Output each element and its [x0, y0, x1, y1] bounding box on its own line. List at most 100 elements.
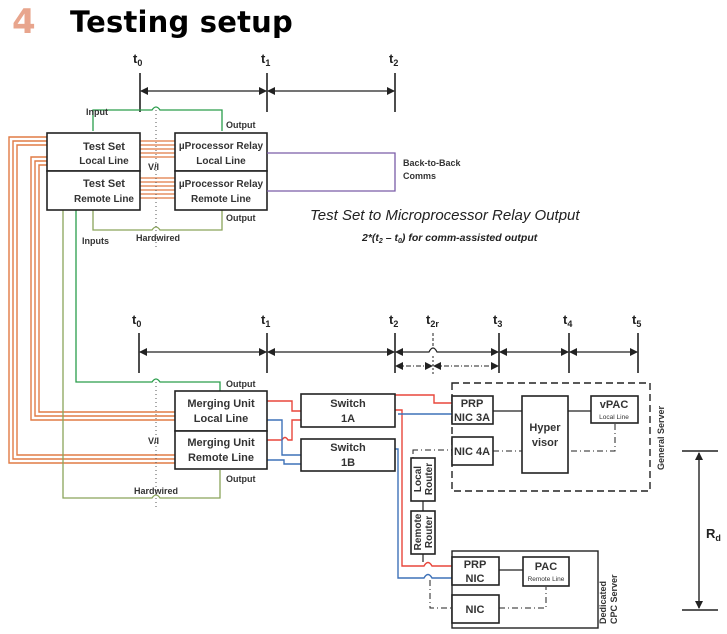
- svg-text:Merging Unit: Merging Unit: [187, 437, 255, 449]
- svg-text:Merging Unit: Merging Unit: [187, 398, 255, 410]
- caption-title: Test Set to Microprocessor Relay Output: [310, 207, 580, 224]
- hardwired-label: Hardwired: [136, 233, 180, 243]
- vpac-box: vPAC Local Line: [590, 395, 639, 424]
- svg-text:PRP: PRP: [464, 559, 487, 571]
- prp-b-wire: [267, 459, 301, 465]
- t0-label: t0: [133, 51, 142, 68]
- hypervisor-box: Hyper visor: [521, 395, 569, 474]
- prp-a-wire: [267, 419, 301, 441]
- output-label: Output: [226, 474, 256, 484]
- prp-a-wire: [267, 400, 301, 412]
- svg-text:Remote Line: Remote Line: [188, 452, 254, 464]
- svg-text:PAC: PAC: [535, 561, 557, 573]
- prp-b-wire: [395, 448, 452, 579]
- analog-wire: [38, 164, 175, 413]
- svg-text:Local Line: Local Line: [79, 156, 129, 167]
- local-router-box: Local Router: [410, 457, 436, 502]
- svg-text:Test Set: Test Set: [83, 141, 125, 153]
- network-wires: [267, 394, 452, 579]
- section-number: 4: [12, 2, 36, 42]
- mu-output-wire: [75, 210, 221, 391]
- rd-label: Rd: [706, 526, 721, 543]
- vi-bus-top: [140, 140, 175, 199]
- prp-nic-3a-box: PRP NIC 3A: [451, 395, 494, 425]
- merging-unit-local-box: Merging Unit Local Line: [174, 390, 268, 432]
- svg-text:Switch: Switch: [330, 442, 366, 454]
- t2-t3-arrow: [395, 347, 499, 356]
- output-label: Output: [226, 379, 256, 389]
- t2-label: t2: [389, 312, 398, 329]
- svg-text:Local Line: Local Line: [599, 414, 629, 421]
- top-labels: Input Output V/I Output Hardwired Inputs…: [82, 107, 462, 246]
- t5-label: t5: [632, 312, 641, 329]
- svg-text:1A: 1A: [341, 413, 355, 425]
- analog-wire: [30, 156, 175, 421]
- nic4a-vpac-link: [412, 423, 616, 452]
- svg-text:Remote Line: Remote Line: [191, 194, 251, 205]
- section-heading: 4 Testing setup: [12, 2, 293, 42]
- svg-text:Switch: Switch: [330, 398, 366, 410]
- svg-text:Remote Line: Remote Line: [528, 576, 565, 583]
- prp-a-wire: [395, 409, 452, 567]
- dedicated-label: Dedicated: [598, 581, 608, 624]
- switch-1b-box: Switch 1B: [300, 438, 396, 472]
- output-label: Output: [226, 120, 256, 130]
- back-to-back-comms-link: [267, 152, 396, 192]
- bottom-labels: Output V/I Output Hardwired: [134, 379, 256, 496]
- output-label: Output: [226, 213, 256, 223]
- svg-text:NIC 3A: NIC 3A: [454, 412, 490, 424]
- svg-text:NIC: NIC: [466, 604, 485, 616]
- caption-formula: 2*(t2 – t0) for comm-assisted output: [361, 232, 538, 245]
- cpc-server-label: CPC Server: [609, 574, 619, 624]
- t4-label: t4: [563, 312, 572, 329]
- inputs-label: Inputs: [82, 236, 109, 246]
- prp-b-wire: [267, 419, 301, 456]
- input-wire: [92, 106, 223, 131]
- t2r-label: t2r: [426, 312, 439, 329]
- relay-remote-box: µProcessor Relay Remote Line: [174, 170, 268, 211]
- svg-text:Remote Line: Remote Line: [74, 194, 134, 205]
- svg-text:µProcessor Relay: µProcessor Relay: [179, 141, 264, 152]
- t2-label: t2: [389, 51, 398, 68]
- svg-text:µProcessor Relay: µProcessor Relay: [179, 179, 264, 190]
- pac-box: PAC Remote Line: [522, 556, 570, 587]
- svg-text:Router: Router: [424, 463, 435, 495]
- t3-label: t3: [493, 312, 502, 329]
- svg-text:Local: Local: [413, 466, 424, 492]
- test-set-remote-box: Test Set Remote Line: [46, 170, 141, 211]
- svg-text:NIC 4A: NIC 4A: [454, 446, 490, 458]
- prp-nic-box: PRP NIC: [451, 556, 500, 586]
- dedicated-cpc-server-boundary: [451, 550, 599, 629]
- analog-wire: [8, 136, 175, 464]
- svg-text:vPAC: vPAC: [600, 399, 629, 411]
- svg-text:Local Line: Local Line: [196, 156, 246, 167]
- svg-text:NIC: NIC: [466, 573, 485, 585]
- svg-text:PRP: PRP: [461, 398, 484, 410]
- t0-label: t0: [132, 312, 141, 329]
- svg-text:Test Set: Test Set: [83, 178, 125, 190]
- nic-pac-link: [429, 580, 547, 609]
- vi-label: V/I: [148, 436, 159, 446]
- analog-wire: [34, 160, 175, 417]
- analog-wire: [12, 140, 175, 460]
- general-server-label: General Server: [656, 405, 666, 470]
- nic-box: NIC: [451, 594, 500, 624]
- top-timeline: t0 t1 t2: [133, 51, 398, 112]
- hardwired-label: Hardwired: [134, 486, 178, 496]
- hardwired-wire-top: [92, 210, 223, 231]
- svg-text:visor: visor: [532, 437, 559, 449]
- vi-label: V/I: [148, 162, 159, 172]
- nic-4a-box: NIC 4A: [451, 436, 494, 466]
- svg-text:Router: Router: [424, 516, 435, 548]
- back-to-back-label: Back-to-Back: [403, 158, 462, 168]
- input-label: Input: [86, 107, 108, 117]
- switch-1a-box: Switch 1A: [300, 393, 396, 428]
- svg-text:Local Line: Local Line: [194, 413, 248, 425]
- t1-label: t1: [261, 51, 270, 68]
- svg-text:1B: 1B: [341, 457, 355, 469]
- prp-a-wire: [395, 394, 452, 404]
- merging-unit-remote-box: Merging Unit Remote Line: [174, 430, 268, 470]
- svg-text:Hyper: Hyper: [529, 422, 561, 434]
- analog-wire: [16, 144, 175, 456]
